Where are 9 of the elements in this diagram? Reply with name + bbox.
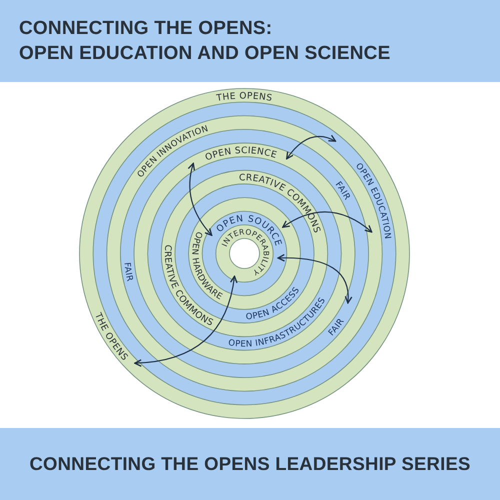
ring-label: THE OPENS bbox=[216, 92, 274, 104]
ring-label: OPEN SCIENCE bbox=[204, 146, 278, 164]
double-arrow bbox=[282, 212, 372, 233]
caption: CONNECTING THE OPENS LEADERSHIP SERIES bbox=[29, 452, 471, 476]
title: CONNECTING THE OPENS: OPEN EDUCATION AND OPEN SCIENCE bbox=[19, 17, 390, 66]
double-arrow bbox=[277, 254, 352, 304]
double-arrow bbox=[134, 276, 238, 367]
double-arrow bbox=[286, 134, 336, 160]
double-arrow bbox=[188, 162, 212, 236]
